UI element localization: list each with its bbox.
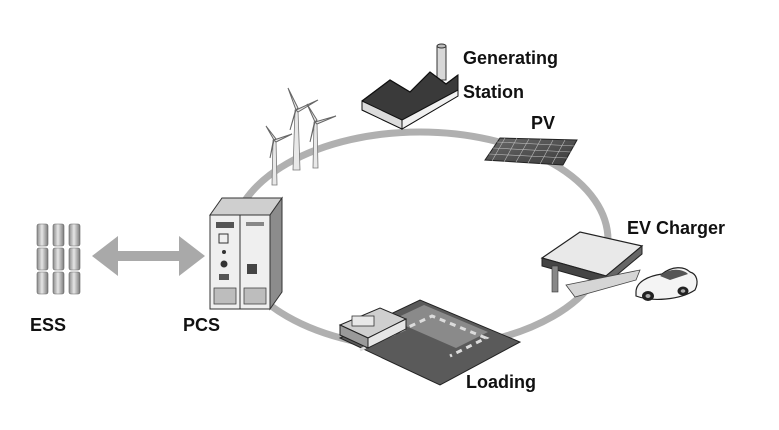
loading-label: Loading — [466, 372, 536, 392]
pcs-label: PCS — [183, 315, 221, 335]
battery-icon — [36, 223, 81, 295]
generating-station-label-line2: Station — [463, 82, 524, 102]
car-icon — [635, 267, 698, 301]
ess-label: ESS — [30, 315, 67, 335]
pv-label: PV — [531, 113, 556, 133]
loading-area-icon — [338, 299, 522, 386]
ev-charger-label: EV Charger — [627, 218, 726, 238]
pcs-cabinet-icon — [209, 196, 283, 311]
generating-station-label: Generating — [463, 48, 559, 68]
ev-charger-icon — [540, 231, 644, 298]
double-arrow-icon — [92, 236, 205, 276]
wind-turbine-icon — [265, 87, 337, 186]
generating-station-icon — [361, 43, 459, 130]
solar-panel-icon — [484, 137, 578, 166]
